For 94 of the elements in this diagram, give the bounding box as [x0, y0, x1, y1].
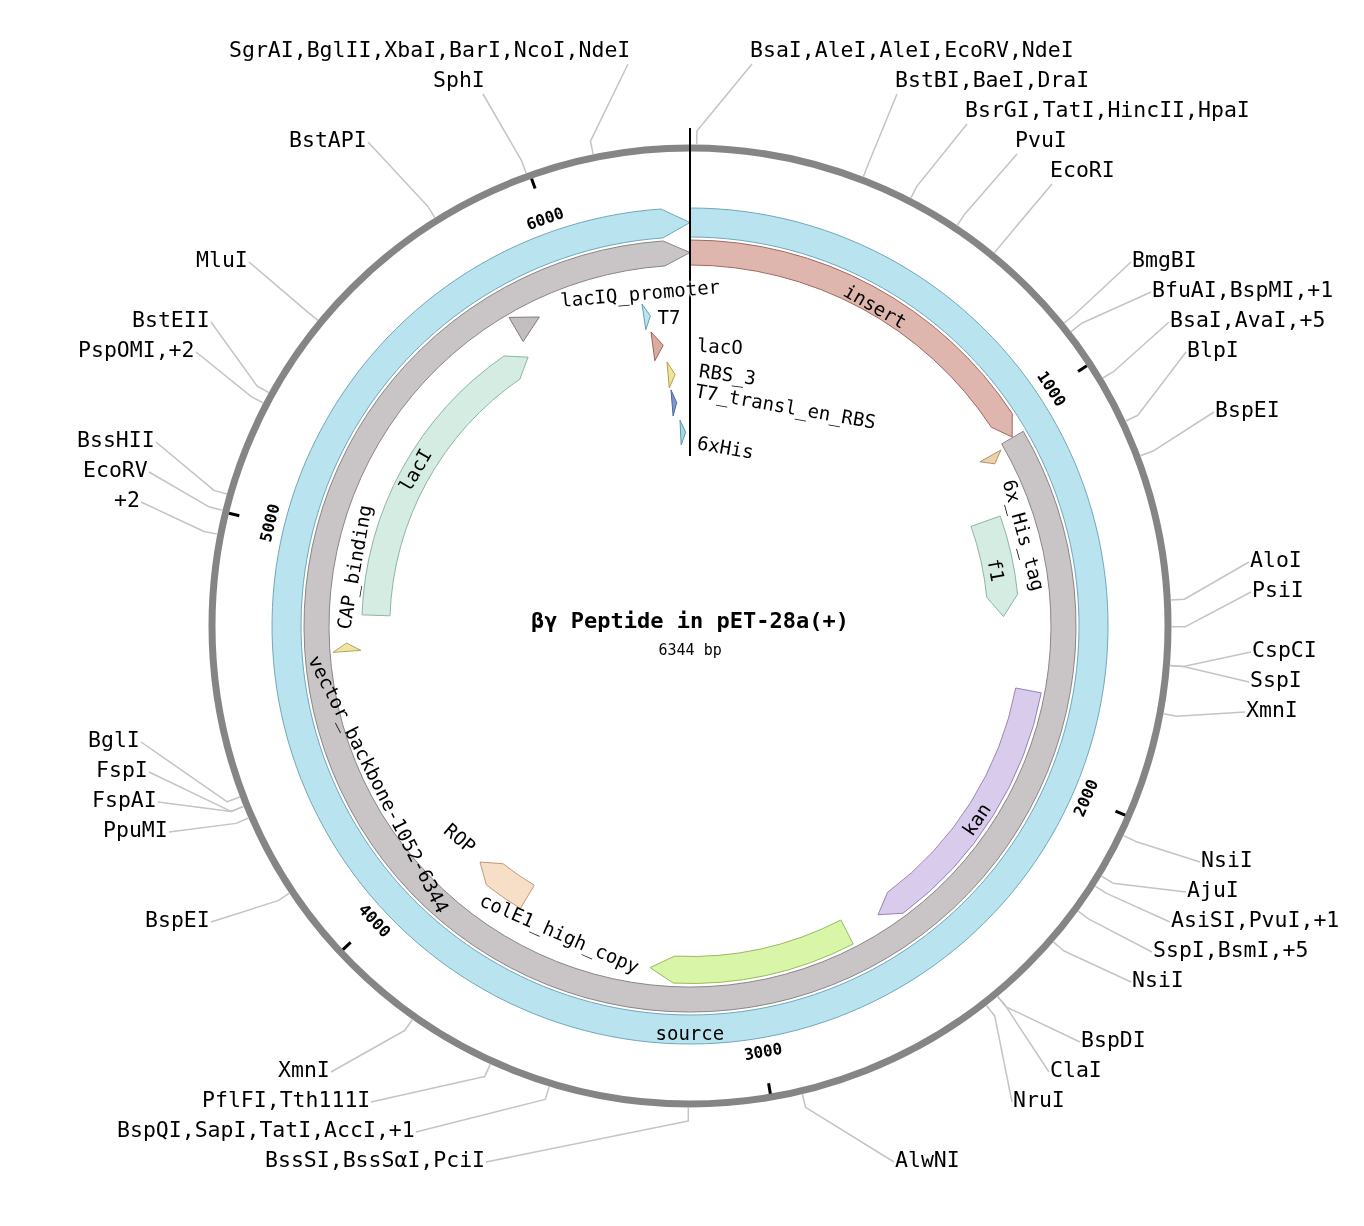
leader-line: [801, 1093, 895, 1163]
enzyme-label: BsaI,AleI,AleI,EcoRV,NdeI: [750, 37, 1074, 63]
enzyme-label: XmnI: [278, 1057, 330, 1083]
leader-line: [1102, 321, 1170, 379]
enzyme-label: BspEI: [1215, 397, 1280, 423]
feature-label: lacIQ_promoter: [559, 276, 721, 310]
leader-line: [1100, 875, 1187, 893]
enzyme-label: PvuI: [1015, 127, 1067, 153]
enzyme-label: EcoRI: [1050, 157, 1115, 183]
enzyme-label: SspI,BsmI,+5: [1153, 937, 1309, 963]
leader-line: [367, 141, 436, 219]
enzyme-label: PpuMI: [103, 817, 168, 843]
enzyme-label: AlwNI: [895, 1147, 960, 1173]
tick-label: 6000: [524, 203, 567, 234]
enzyme-label: BsaI,AvaI,+5: [1170, 307, 1326, 333]
enzyme-label: CspCI: [1252, 637, 1317, 663]
leader-line: [589, 63, 629, 156]
leader-line: [482, 93, 527, 174]
enzyme-label: PsiI: [1252, 577, 1304, 603]
leader-line: [168, 817, 250, 833]
feature-label: 6xHis: [696, 432, 756, 462]
leader-line: [996, 995, 1050, 1073]
enzyme-label: SphI: [433, 67, 485, 93]
leader-line: [1124, 351, 1187, 422]
enzyme-label: EcoRV: [83, 457, 148, 483]
leader-line: [1169, 664, 1250, 683]
leader-line: [1122, 834, 1201, 863]
enzyme-label: BglI: [88, 727, 140, 753]
enzyme-label: PspOMI,+2: [78, 337, 195, 363]
leader-line: [1052, 941, 1132, 983]
feature-label: f1: [985, 557, 1009, 583]
enzyme-label: BlpI: [1187, 337, 1239, 363]
enzyme-label: BstEII: [132, 307, 210, 333]
enzyme-label: SspI: [1250, 667, 1302, 693]
tick-label: 5000: [256, 502, 284, 545]
leader-line: [140, 741, 241, 803]
sequence-length: 6344 bp: [658, 641, 722, 659]
enzyme-label: MluI: [196, 247, 248, 273]
enzyme-label: BssSI,BssSαI,PciI: [265, 1147, 486, 1173]
leader-line: [1170, 591, 1252, 628]
leader-line: [148, 771, 245, 813]
leader-line: [248, 261, 319, 322]
leader-line: [195, 351, 265, 404]
enzyme-label: NruI: [1013, 1087, 1065, 1113]
leader-line: [956, 153, 1018, 227]
leader-line: [695, 63, 753, 146]
leader-line: [993, 183, 1053, 254]
map-title: βγ Peptide in pET-28a(+): [531, 608, 849, 634]
enzyme-label: BstBI,BaeI,DraI: [895, 67, 1090, 93]
feature-label: lacO: [696, 334, 744, 358]
enzyme-label: NsiI: [1132, 967, 1184, 993]
leader-line: [910, 123, 968, 199]
leader-line: [1094, 885, 1171, 923]
leader-line: [415, 1085, 550, 1133]
leader-line: [1170, 561, 1250, 601]
enzyme-label: BspEI: [145, 907, 210, 933]
enzyme-label: +2: [114, 487, 140, 513]
enzyme-label: PflFI,Tth111I: [202, 1087, 371, 1113]
enzyme-label: AloI: [1250, 547, 1302, 573]
feature-label: T7: [657, 307, 681, 327]
enzyme-label: XmnI: [1246, 697, 1298, 723]
enzyme-label: BfuAI,BspMI,+1: [1152, 277, 1334, 303]
enzyme-label: ClaI: [1050, 1057, 1102, 1083]
leader-line: [148, 471, 224, 512]
enzyme-label: NsiI: [1201, 847, 1253, 873]
enzyme-label: BstAPI: [289, 127, 367, 153]
leader-line: [985, 1004, 1013, 1103]
leader-line: [210, 321, 270, 394]
enzyme-label: AjuI: [1187, 877, 1239, 903]
enzyme-label: SgrAI,BglII,XbaI,BarI,NcoI,NdeI: [229, 37, 631, 63]
leader-line: [1077, 910, 1153, 953]
leader-line: [485, 1106, 690, 1163]
enzyme-label: FspI: [96, 757, 148, 783]
enzyme-label: BssHII: [77, 427, 155, 453]
leader-line: [1139, 411, 1215, 457]
enzyme-label: BsrGI,TatI,HincII,HpaI: [965, 97, 1250, 123]
leader-line: [862, 93, 898, 178]
leader-line: [140, 501, 219, 535]
leader-line: [1070, 291, 1152, 333]
enzyme-label: BmgBI: [1132, 247, 1197, 273]
feature-label: kan: [958, 799, 995, 839]
leader-line: [370, 1063, 492, 1103]
leader-line: [1162, 711, 1246, 717]
tick-label: 2000: [1070, 777, 1102, 820]
tick-label: 3000: [742, 1039, 784, 1064]
enzyme-label: BspQI,SapI,TatI,AccI,+1: [117, 1117, 415, 1143]
leader-line: [1063, 261, 1132, 324]
feature-label: source: [655, 1023, 725, 1043]
leader-line: [155, 441, 228, 495]
leader-line: [330, 1018, 414, 1073]
leader-line: [210, 892, 291, 923]
enzyme-label: FspAI: [92, 787, 157, 813]
enzyme-label: BspDI: [1081, 1027, 1146, 1053]
enzyme-label: AsiSI,PvuI,+1: [1171, 907, 1340, 933]
